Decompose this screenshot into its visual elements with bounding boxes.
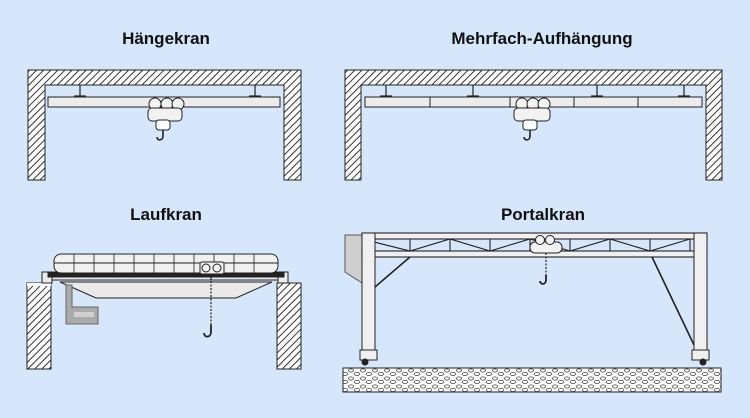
title-portalkran: Portalkran bbox=[500, 205, 586, 224]
hoist-trolley-2 bbox=[513, 97, 551, 141]
hoist-trolley-3 bbox=[199, 261, 225, 275]
operator-cabin bbox=[65, 284, 99, 325]
lower-truss bbox=[59, 281, 273, 299]
ground bbox=[342, 367, 722, 393]
title-laufkran: Laufkran bbox=[130, 205, 202, 224]
left-leg bbox=[359, 232, 411, 366]
title-mehrfach-aufhaengung: Mehrfach-Aufhängung bbox=[451, 29, 633, 48]
hook-chain bbox=[203, 274, 212, 338]
ceiling-and-walls bbox=[27, 69, 302, 181]
hoist-trolley bbox=[147, 97, 185, 141]
right-leg bbox=[651, 232, 710, 366]
hook-chain-4 bbox=[539, 253, 547, 285]
suspension-rods bbox=[74, 85, 261, 97]
cabin bbox=[344, 234, 363, 284]
title-haengekran: Hängekran bbox=[122, 29, 210, 48]
side-walls bbox=[26, 282, 302, 370]
